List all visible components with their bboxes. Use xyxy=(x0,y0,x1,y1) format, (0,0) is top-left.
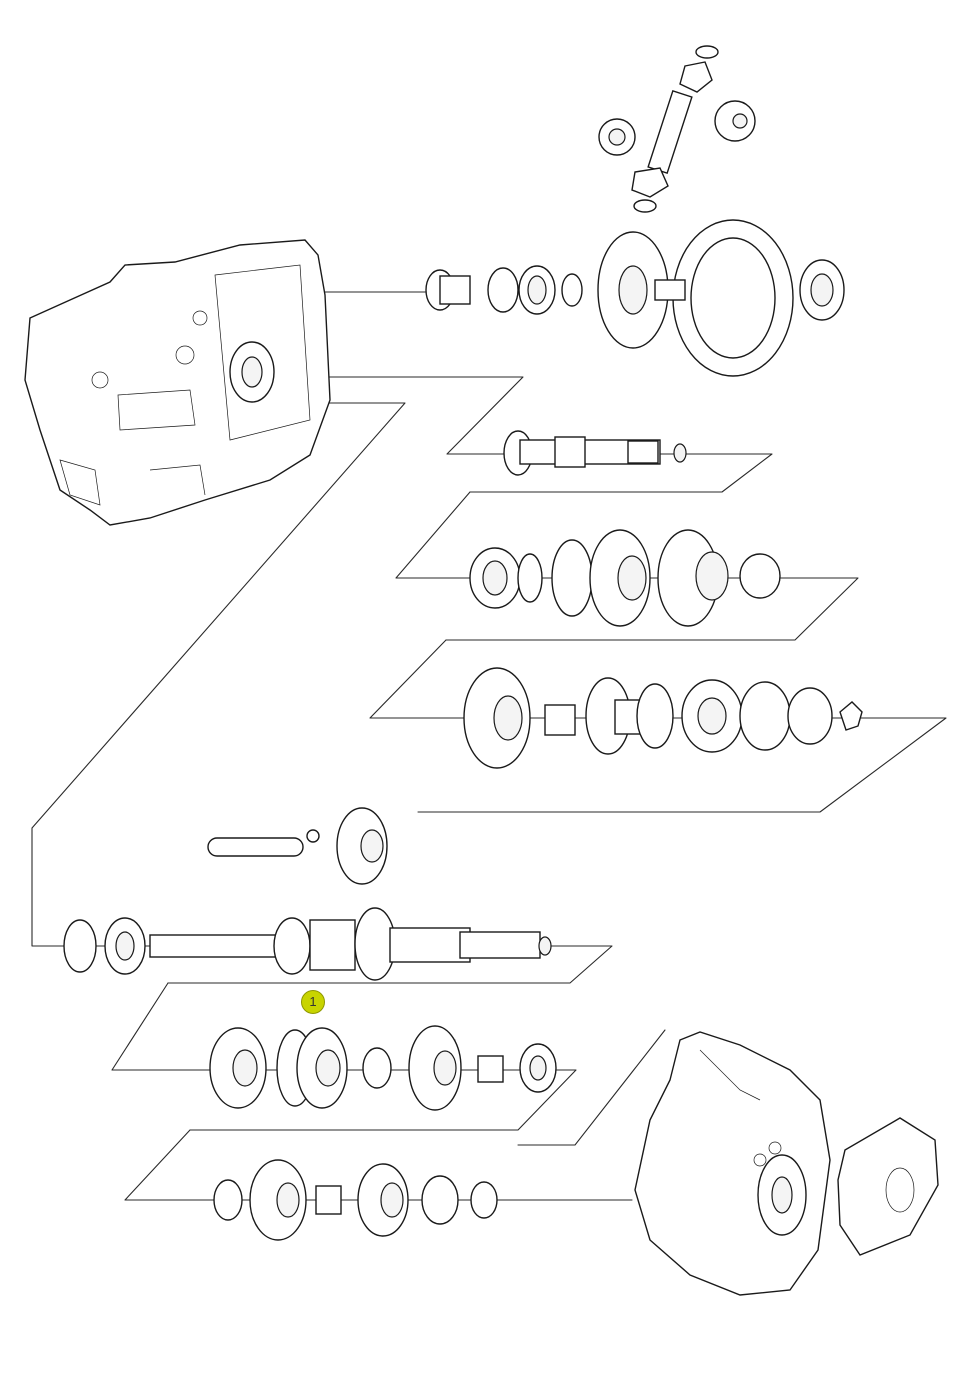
gear-row-2 xyxy=(463,667,863,769)
reverse-idler xyxy=(207,807,388,885)
leader-lines xyxy=(31,291,947,1201)
transmission-housing-left xyxy=(24,239,331,526)
callout-badge[interactable]: 1 xyxy=(301,990,325,1014)
main-shaft xyxy=(63,907,552,981)
differential-assembly xyxy=(425,45,845,377)
gear-row-1 xyxy=(469,529,781,627)
pinion-shaft xyxy=(503,430,687,476)
bottom-gear-row xyxy=(213,1159,498,1241)
transmission-housing-right xyxy=(634,1031,939,1296)
synchro-row xyxy=(209,1025,557,1111)
